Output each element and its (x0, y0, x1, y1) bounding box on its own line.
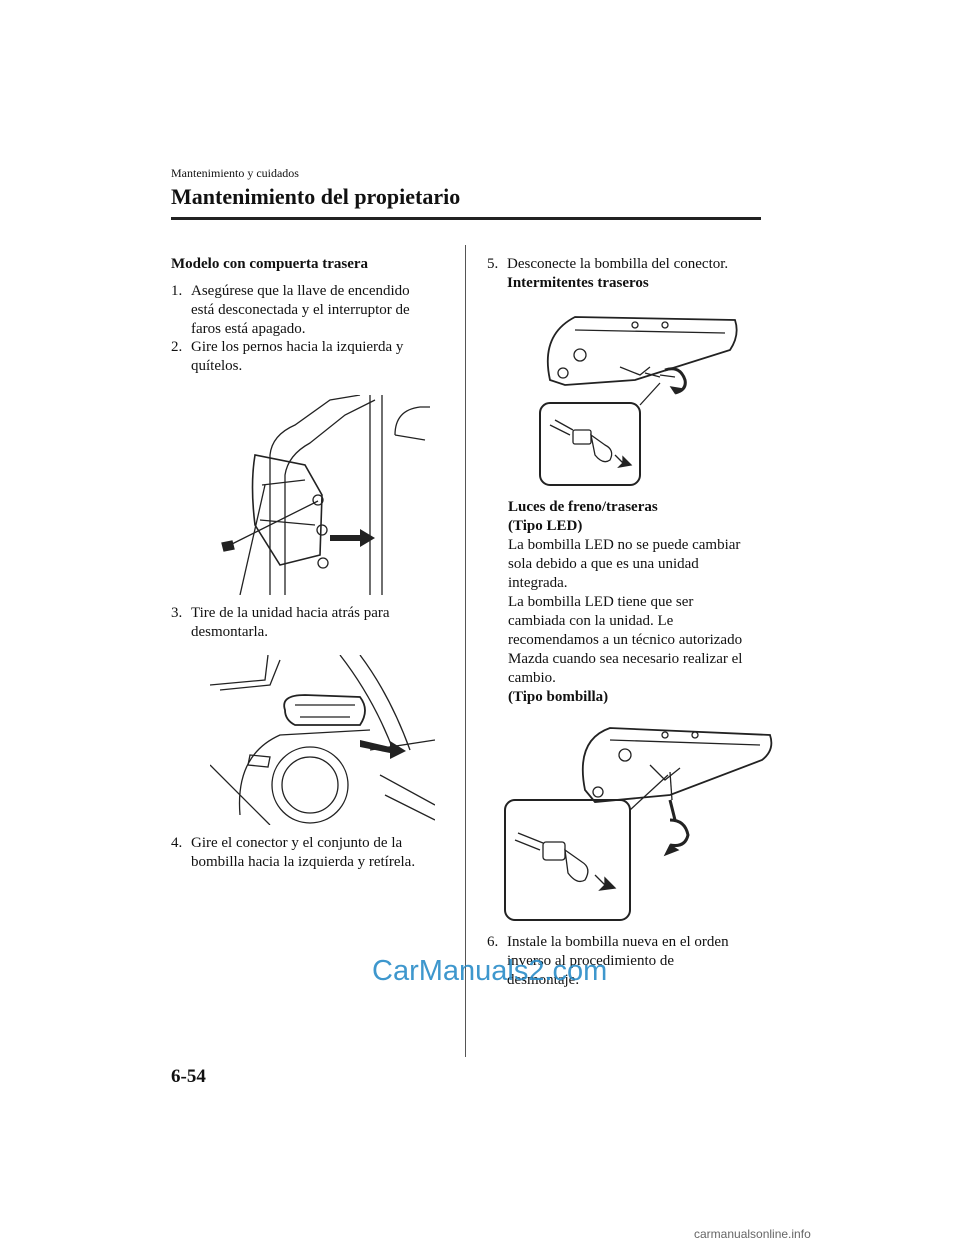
watermark: CarManuals2.com (372, 955, 608, 987)
led-text-line: integrada. (508, 575, 568, 591)
step-number: 1. (171, 283, 183, 299)
step-text-line: está desconectada y el interruptor de (191, 302, 410, 318)
step-number: 3. (171, 605, 183, 621)
step-text-line: Gire los pernos hacia la izquierda y (191, 339, 404, 355)
subheading-bulb-type: (Tipo bombilla) (508, 689, 609, 705)
led-text-line: cambio. (508, 670, 556, 686)
model-heading: Modelo con compuerta trasera (171, 256, 369, 272)
bolt-removal-illustration (221, 395, 430, 595)
step-text-line: quítelos. (191, 358, 243, 374)
led-text-line: La bombilla LED tiene que ser (508, 594, 694, 610)
led-text-line: La bombilla LED no se puede cambiar (508, 537, 741, 553)
page-title: Mantenimiento del propietario (171, 184, 461, 209)
title-rule (171, 217, 761, 220)
brake-lights-section: Luces de freno/traseras (Tipo LED) La bo… (508, 498, 778, 707)
led-text-line: cambiada con la unidad. Le (508, 613, 674, 629)
step-number: 5. (487, 256, 499, 272)
step-text-line: faros está apagado. (191, 321, 306, 337)
step-text-line: Instale la bombilla nueva en el orden (507, 934, 729, 950)
column-divider (465, 245, 466, 1057)
site-footer: carmanualsonline.info (694, 1227, 811, 1241)
page-number: 6-54 (171, 1066, 206, 1087)
unit-removal-illustration (210, 655, 435, 825)
brake-light-bulb-illustration (504, 727, 773, 921)
led-text-line: recomendamos a un técnico autorizado (508, 632, 743, 648)
led-text-line: sola debido a que es una unidad (508, 556, 699, 572)
step-text-line: Asegúrese que la llave de encendido (191, 283, 410, 299)
step-text-line: inverso al procedimiento de (507, 953, 675, 969)
subheading-brake-lights: Luces de freno/traseras (508, 499, 658, 515)
step-text-line: Desconecte la bombilla del conector. (507, 256, 729, 272)
step-text-line: Gire el conector y el conjunto de la (191, 835, 403, 851)
turn-signal-bulb-illustration (539, 316, 738, 486)
subheading-turn-signals: Intermitentes traseros (507, 275, 649, 291)
step-text-line: desmontaje. (507, 972, 580, 988)
section-subtitle: Mantenimiento y cuidados (171, 166, 299, 180)
step-number: 2. (171, 339, 183, 355)
step-text-line: Tire de la unidad hacia atrás para (191, 605, 390, 621)
step-number: 4. (171, 835, 183, 851)
step-text-line: desmontarla. (191, 624, 269, 640)
subheading-led-type: (Tipo LED) (508, 518, 583, 534)
step-text-line: bombilla hacia la izquierda y retírela. (191, 854, 416, 870)
step-number: 6. (487, 934, 499, 950)
led-text-line: Mazda cuando sea necesario realizar el (508, 651, 743, 667)
